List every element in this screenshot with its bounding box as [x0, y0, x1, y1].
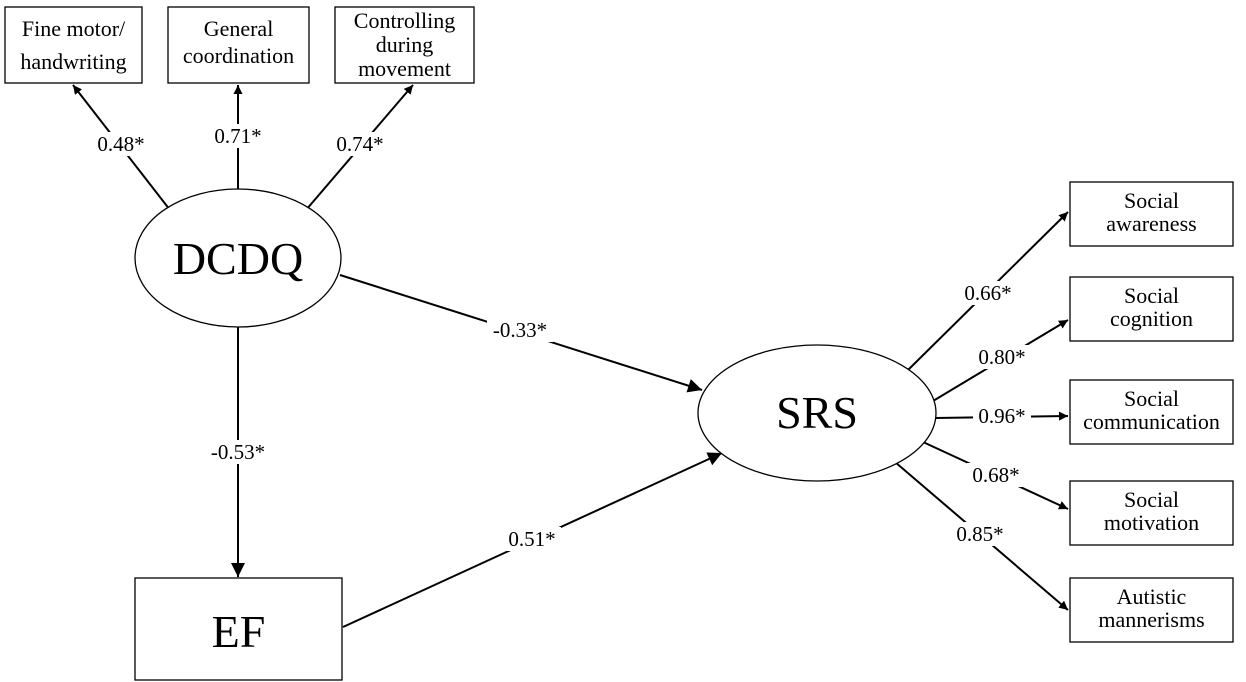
node-autistic-mannerisms-line2: mannerisms	[1098, 607, 1204, 632]
coef-dcdq-srs: -0.33*	[487, 318, 553, 342]
node-general-coordination-line1: General	[204, 16, 274, 41]
coef-dcdq-srs-text: -0.33*	[493, 318, 547, 342]
node-controlling-movement-line2: during	[376, 32, 433, 57]
node-fine-motor: Fine motor/ handwriting	[4, 6, 143, 84]
coef-ef-srs: 0.51*	[503, 527, 561, 551]
coef-srs-social-motivation-text: 0.68*	[972, 463, 1019, 487]
coef-srs-social-cognition-text: 0.80*	[978, 345, 1025, 369]
node-social-motivation-line1: Social	[1124, 487, 1179, 512]
node-general-coordination-line2: coordination	[183, 43, 294, 68]
node-ef-label: EF	[212, 606, 266, 657]
node-social-cognition: Social cognition	[1069, 276, 1234, 342]
node-controlling-movement-line3: movement	[358, 56, 451, 81]
coef-dcdq-fine-motor-text: 0.48*	[97, 132, 144, 156]
node-srs-label: SRS	[776, 387, 858, 438]
coef-srs-autistic-mannerisms-text: 0.85*	[956, 522, 1003, 546]
node-controlling-movement: Controlling during movement	[334, 6, 475, 84]
coef-ef-srs-text: 0.51*	[508, 527, 555, 551]
node-social-awareness-line1: Social	[1124, 188, 1179, 213]
coef-srs-social-communication-text: 0.96*	[978, 404, 1025, 428]
node-autistic-mannerisms-line1: Autistic	[1117, 584, 1187, 609]
node-ef: EF	[134, 577, 343, 681]
node-social-awareness: Social awareness	[1069, 181, 1234, 247]
node-social-motivation: Social motivation	[1069, 480, 1234, 546]
coef-dcdq-fine-motor: 0.48*	[92, 132, 150, 156]
coef-dcdq-general-coordination-text: 0.71*	[214, 124, 261, 148]
coef-srs-social-communication: 0.96*	[973, 404, 1031, 428]
coef-dcdq-general-coordination: 0.71*	[209, 124, 267, 148]
coef-srs-social-awareness-text: 0.66*	[964, 281, 1011, 305]
node-dcdq: DCDQ	[134, 188, 342, 328]
node-social-awareness-line2: awareness	[1106, 211, 1196, 236]
coef-dcdq-ef-text: -0.53*	[211, 440, 265, 464]
node-social-cognition-line1: Social	[1124, 283, 1179, 308]
node-general-coordination: General coordination	[167, 6, 310, 84]
coef-srs-social-awareness: 0.66*	[959, 281, 1017, 305]
node-social-communication-line1: Social	[1124, 386, 1179, 411]
node-fine-motor-line2: handwriting	[20, 49, 126, 74]
node-dcdq-label: DCDQ	[173, 233, 303, 284]
coef-srs-social-motivation: 0.68*	[967, 463, 1025, 487]
coef-dcdq-controlling-movement-text: 0.74*	[336, 132, 383, 156]
node-srs: SRS	[697, 344, 937, 482]
node-social-communication-line2: communication	[1083, 409, 1220, 434]
node-social-motivation-line2: motivation	[1104, 510, 1199, 535]
node-social-cognition-line2: cognition	[1110, 306, 1193, 331]
node-controlling-movement-line1: Controlling	[354, 8, 455, 33]
node-social-communication: Social communication	[1069, 379, 1234, 445]
coef-dcdq-controlling-movement: 0.74*	[331, 132, 389, 156]
coef-dcdq-ef: -0.53*	[205, 440, 271, 464]
coef-srs-social-cognition: 0.80*	[973, 345, 1031, 369]
node-autistic-mannerisms: Autistic mannerisms	[1069, 577, 1234, 643]
coef-srs-autistic-mannerisms: 0.85*	[951, 522, 1009, 546]
node-fine-motor-line1: Fine motor/	[22, 16, 126, 41]
